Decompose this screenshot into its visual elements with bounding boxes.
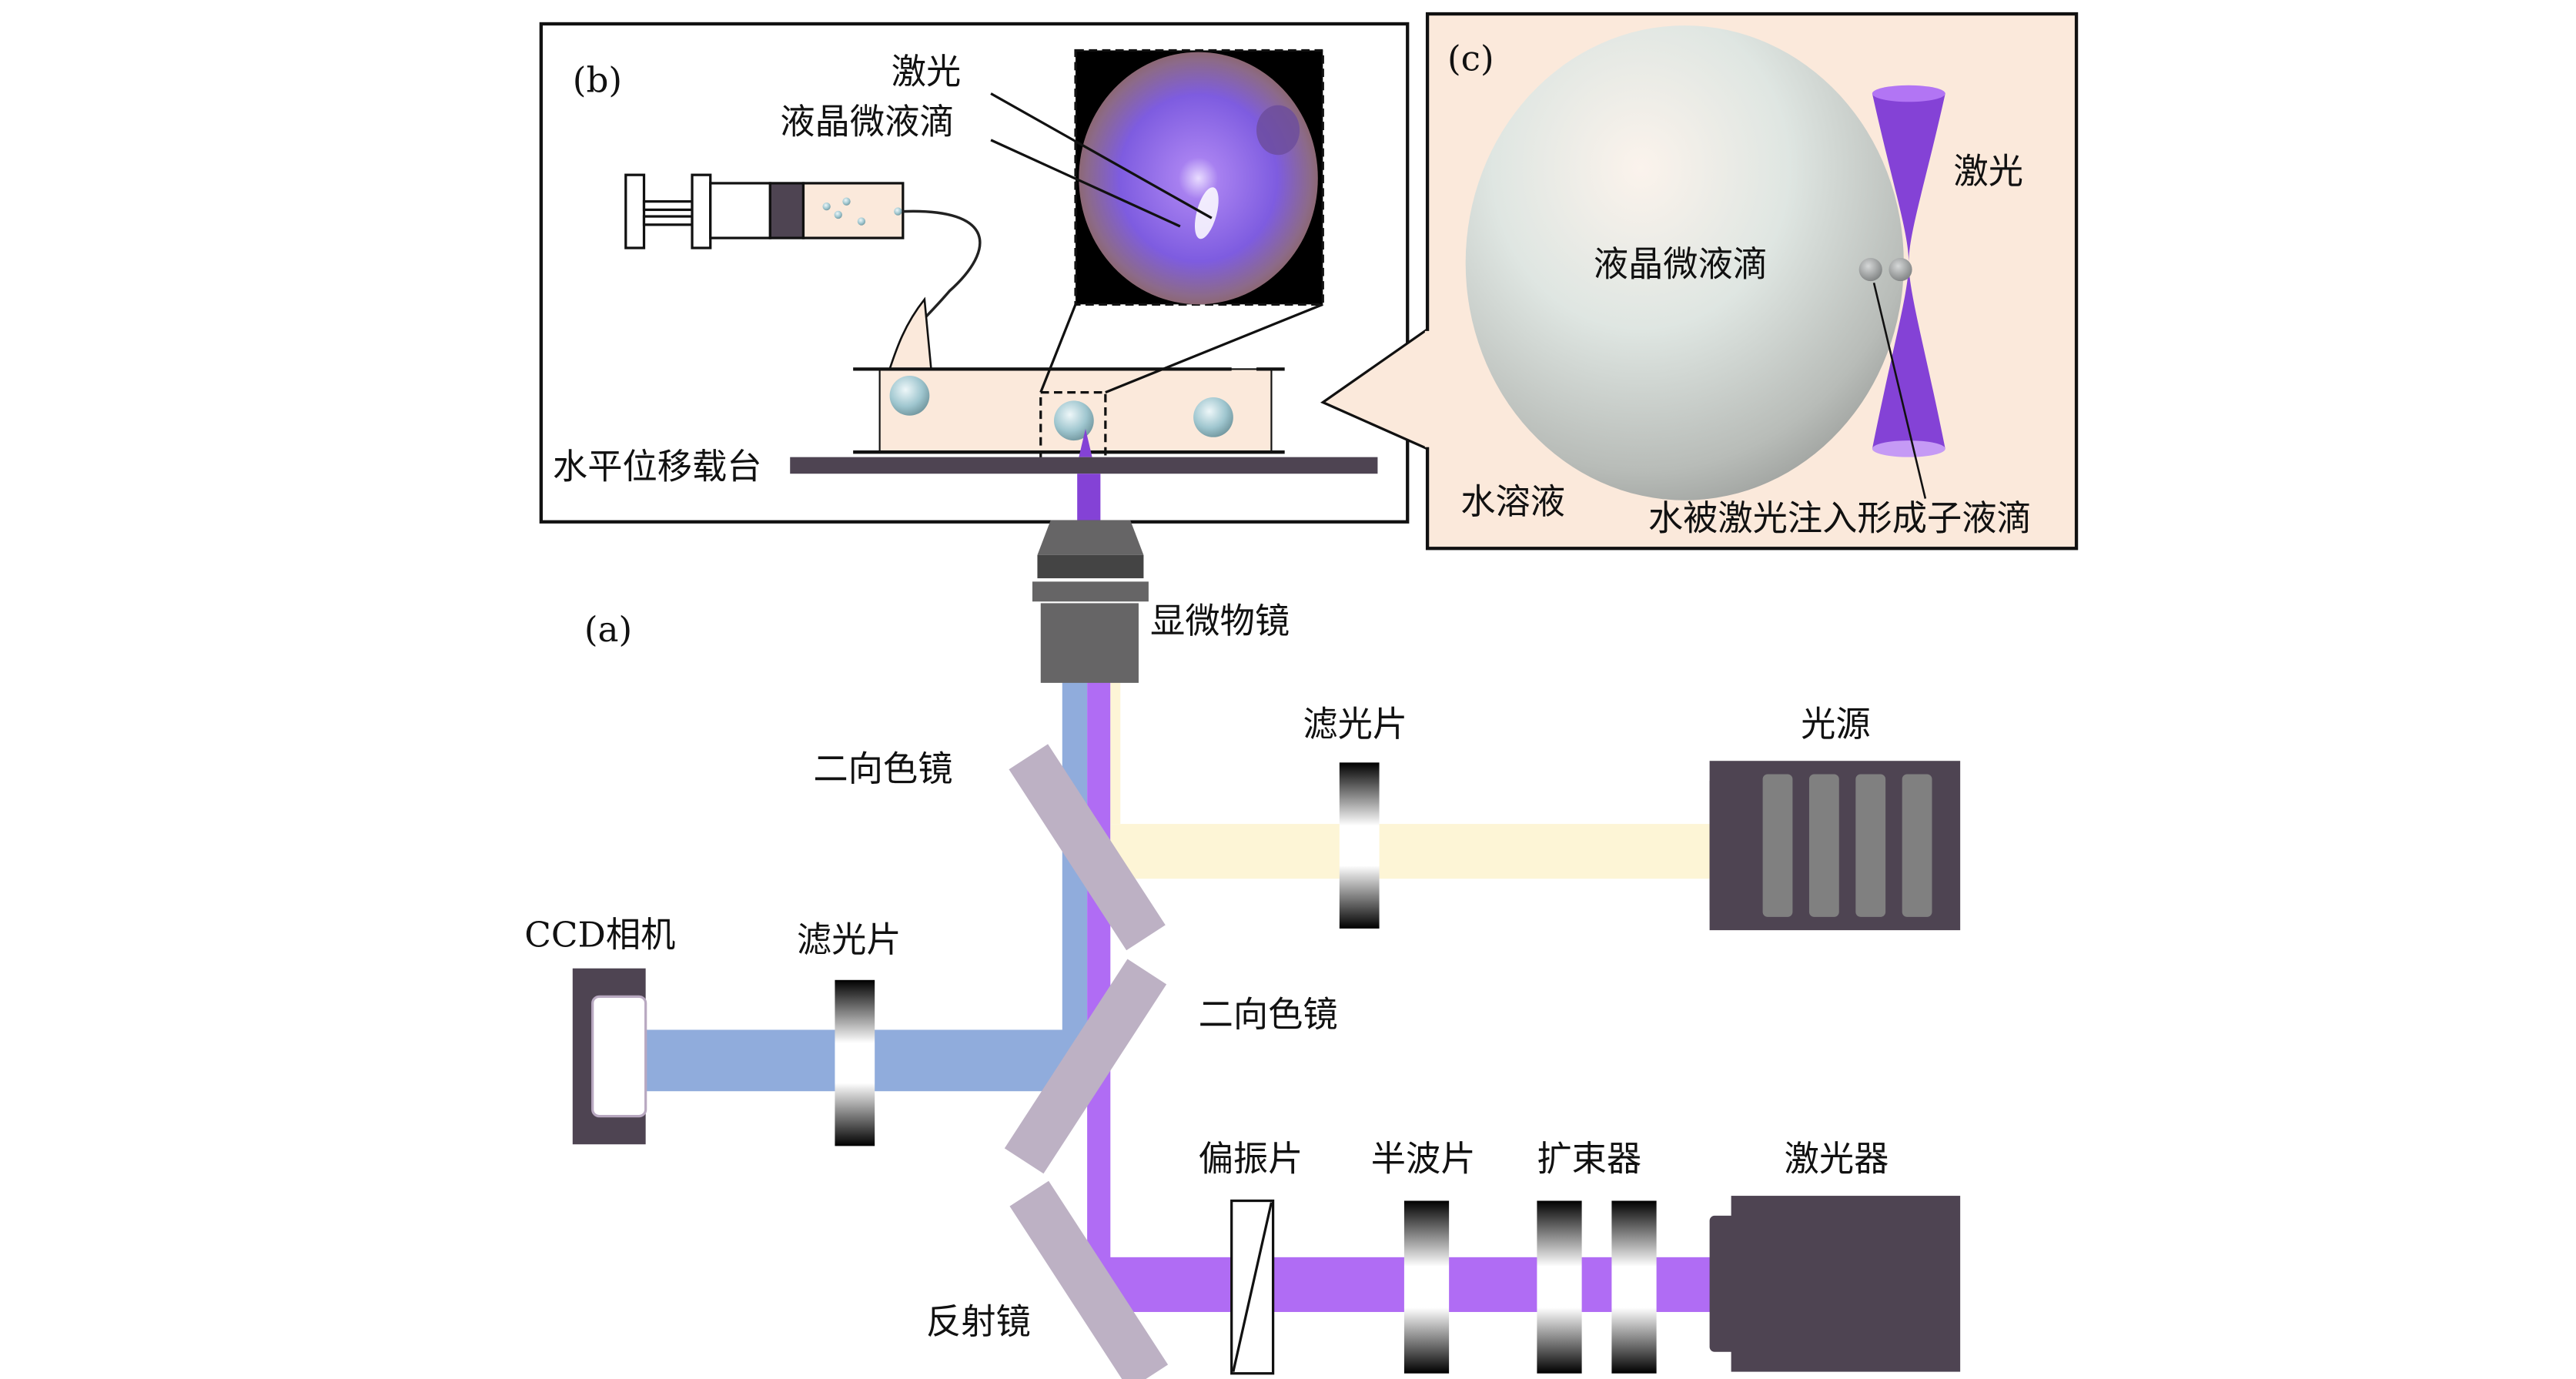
microscope-objective — [1032, 520, 1149, 683]
sub-droplet-pointer — [1872, 282, 1927, 499]
laser-beam-horizontal — [1087, 1257, 1713, 1312]
filter-light-source — [1339, 762, 1380, 929]
panel-b: (b) — [539, 22, 1410, 524]
droplet — [1193, 397, 1233, 437]
mirror-label: 反射镜 — [926, 1301, 1031, 1342]
c-droplet-label: 液晶微液滴 — [1594, 244, 1768, 285]
sub-droplet — [1889, 257, 1912, 282]
beam-expander-lens-1 — [1537, 1200, 1582, 1374]
lc-microdroplet — [1465, 25, 1904, 500]
laser-beam-vertical — [1087, 681, 1111, 1283]
laser-cone-b — [1079, 429, 1092, 457]
c-laser-label: 激光 — [1954, 151, 2024, 192]
illumination-beam-horizontal — [1110, 824, 1711, 879]
laser-device — [1709, 1196, 1961, 1372]
micrograph-inset — [1074, 49, 1324, 306]
panel-b-tag: (b) — [573, 59, 622, 100]
zoom-connector-right — [1105, 303, 1323, 394]
translation-stage — [790, 457, 1378, 474]
dichroic-mirror-upper — [1009, 744, 1166, 951]
illumination-beam-vertical — [1110, 681, 1121, 825]
half-wave-plate-label: 半波片 — [1371, 1139, 1476, 1180]
beam-expander-label: 扩束器 — [1537, 1139, 1641, 1180]
c-water-label: 水溶液 — [1460, 481, 1565, 522]
stage-label: 水平位移载台 — [553, 447, 762, 487]
dichroic-lower-label: 二向色镜 — [1199, 994, 1338, 1035]
light-source — [1709, 761, 1961, 931]
c-subdroplet-label: 水被激光注入形成子液滴 — [1648, 498, 2032, 539]
ccd-camera — [572, 968, 647, 1145]
droplet — [1054, 400, 1094, 441]
zoom-connector-left — [1039, 303, 1077, 393]
polarizer — [1230, 1199, 1275, 1375]
filter-light-source-label: 滤光片 — [1303, 704, 1407, 745]
polarizer-label: 偏振片 — [1199, 1139, 1303, 1180]
ccd-camera-label: CCD相机 — [524, 915, 675, 956]
objective-label: 显微物镜 — [1150, 601, 1290, 641]
reflecting-mirror — [1009, 1180, 1169, 1379]
dichroic-mirror-lower — [1004, 959, 1167, 1174]
filter-ccd-label: 滤光片 — [797, 919, 902, 960]
syringe — [624, 173, 905, 249]
laser-label: 激光器 — [1785, 1139, 1889, 1180]
dichroic-upper-label: 二向色镜 — [813, 748, 952, 789]
panel-c: (c) 液晶微液滴 激光 水溶液 水被激光注入形成子液滴 — [1320, 12, 2079, 551]
half-wave-plate — [1403, 1200, 1450, 1374]
droplet-pointer-line — [990, 139, 1181, 228]
panel-a-tag: (a) — [584, 609, 632, 650]
sample-chamber — [853, 367, 1285, 462]
panel-a: (a) 显微物镜 二向色镜 二向色镜 反射镜 滤光片 滤光片 — [524, 474, 1961, 1379]
inset-laser-label: 激光 — [892, 52, 962, 92]
droplet — [889, 376, 930, 416]
beam-expander-lens-2 — [1611, 1200, 1657, 1374]
filter-ccd — [835, 979, 875, 1146]
sub-droplet — [1858, 257, 1882, 282]
panel-c-tag: (c) — [1447, 38, 1494, 79]
light-source-label: 光源 — [1801, 704, 1871, 745]
laser-beam-up-objective — [1077, 474, 1101, 520]
inset-droplet-label: 液晶微液滴 — [780, 101, 954, 142]
laser-pointer-line — [990, 92, 1213, 219]
